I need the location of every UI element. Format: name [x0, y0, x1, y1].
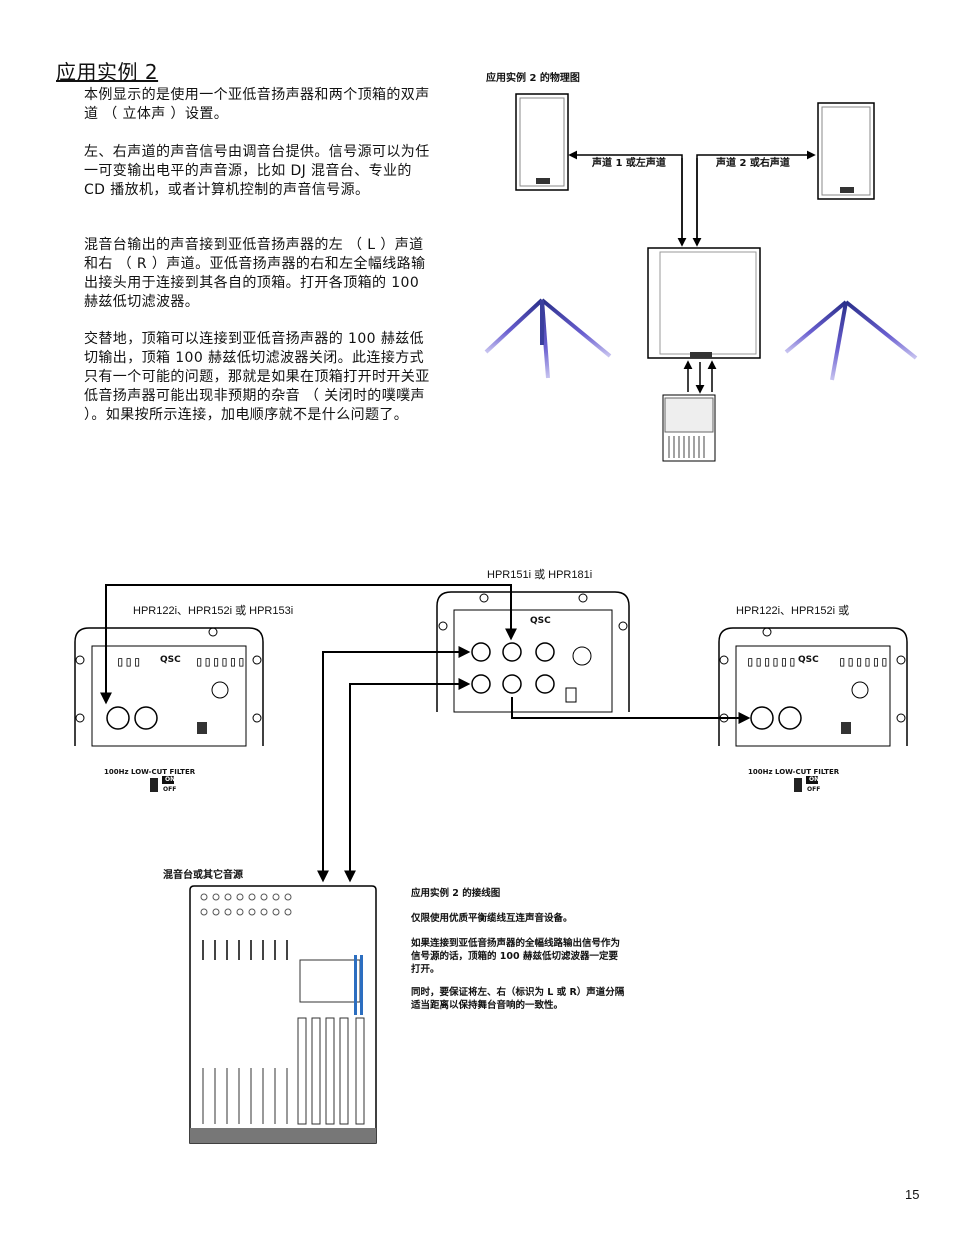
svg-text:▯▯▯▯▯▯: ▯▯▯▯▯▯	[746, 654, 797, 670]
large-mixer	[189, 885, 377, 1144]
alternate-paragraph: 交替地，顶箱可以连接到亚低音扬声器的 100 赫兹低切输出，顶箱 100 赫兹低…	[84, 331, 430, 423]
left-filter-label: 100Hz LOW-CUT FILTER	[104, 768, 196, 776]
note-separation: 同时，要保证将左、右（标识为 L 或 R）声道分隔适当距离以保持舞台音响的一致性…	[411, 987, 625, 1011]
left-speaker-panel: ▯▯▯ ▯▯▯▯▯▯	[74, 627, 264, 747]
note-filter: 如果连接到亚低音扬声器的全幅线路输出信号作为信号源的话，顶箱的 100 赫兹低切…	[411, 938, 621, 975]
intro-paragraph: 本例显示的是使用一个亚低音扬声器和两个顶箱的双声道 （ 立体声 ）设置。	[84, 87, 430, 122]
svg-text:▯▯▯▯▯▯: ▯▯▯▯▯▯	[838, 654, 889, 670]
left-tripod-stand	[484, 190, 612, 379]
left-brand-logo: QSC	[160, 655, 181, 665]
right-channel-label: 声道 2 或右声道	[716, 158, 790, 169]
left-channel-label: 声道 1 或左声道	[592, 158, 666, 169]
right-filter-switch	[794, 776, 818, 792]
physical-diagram-caption: 应用实例 2 的物理图	[486, 73, 580, 84]
left-filter-on: ON	[165, 776, 176, 783]
right-top-speaker	[817, 102, 875, 200]
left-filter-off: OFF	[163, 786, 177, 793]
right-brand-logo: QSC	[798, 655, 819, 665]
right-speaker-panel: ▯▯▯▯▯▯ ▯▯▯▯▯▯	[718, 627, 908, 747]
right-speaker-label: HPR122i、HPR152i 或	[736, 605, 850, 617]
source-paragraph: 左、右声道的声音信号由调音台提供。信号源可以为任一可变输出电平的声音源，比如 D…	[84, 144, 430, 198]
right-filter-label: 100Hz LOW-CUT FILTER	[748, 768, 840, 776]
left-filter-switch	[150, 776, 174, 792]
small-mixer	[662, 394, 716, 462]
right-tripod-stand	[784, 199, 918, 381]
right-filter-on: ON	[809, 776, 820, 783]
right-filter-off: OFF	[807, 786, 821, 793]
left-speaker-label: HPR122i、HPR152i 或 HPR153i	[133, 605, 294, 617]
wiring-cables	[100, 584, 751, 883]
mixer-paragraph: 混音台输出的声音接到亚低音扬声器的左 （ L ）声道和右 （ R ）声道。亚低音…	[84, 237, 426, 310]
notes-title: 应用实例 2 的接线图	[411, 888, 501, 899]
svg-text:▯▯▯▯▯▯: ▯▯▯▯▯▯	[195, 654, 246, 670]
center-speaker-label: HPR151i 或 HPR181i	[487, 569, 593, 581]
note-cable: 仅限使用优质平衡缆线互连声音设备。	[411, 913, 573, 924]
mixer-label: 混音台或其它音源	[163, 870, 243, 881]
physical-signal-arrows	[568, 150, 816, 394]
subwoofer-panel	[436, 591, 630, 713]
page-number: 15	[905, 1187, 920, 1202]
subwoofer	[647, 247, 761, 359]
svg-text:▯▯▯: ▯▯▯	[116, 654, 141, 670]
left-top-speaker	[515, 93, 569, 191]
section-title: 应用实例 2	[56, 60, 159, 84]
center-brand-logo: QSC	[530, 616, 551, 626]
